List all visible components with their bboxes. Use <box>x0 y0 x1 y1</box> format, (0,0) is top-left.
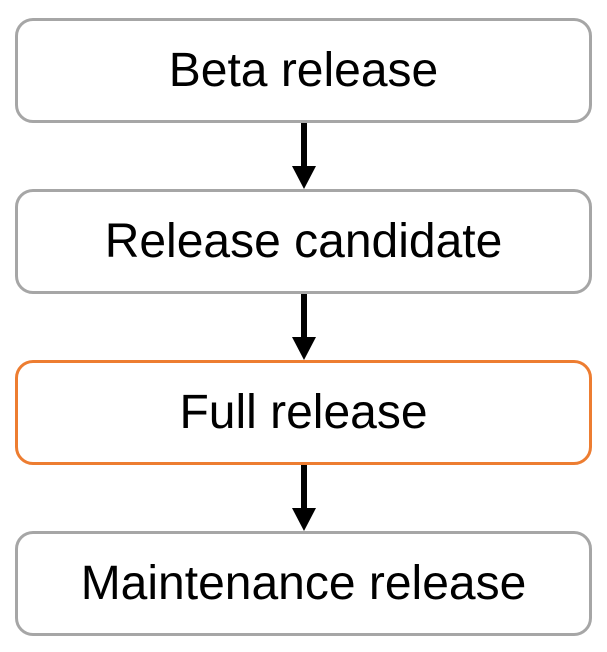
arrow-stem <box>300 465 307 508</box>
flow-node-release-candidate: Release candidate <box>15 189 592 294</box>
arrow-head <box>291 508 316 531</box>
flow-node-beta-release: Beta release <box>15 18 592 123</box>
node-label-release-candidate: Release candidate <box>104 214 503 268</box>
arrow-down-icon <box>15 294 592 360</box>
node-label-full-release: Full release <box>179 385 428 439</box>
flow-node-maintenance-release: Maintenance release <box>15 531 592 636</box>
flow-node-full-release: Full release <box>15 360 592 465</box>
arrow-stem <box>300 294 307 337</box>
arrow-stem <box>300 123 307 166</box>
node-label-maintenance-release: Maintenance release <box>80 556 527 610</box>
arrow-head <box>291 166 316 189</box>
arrow-down-icon <box>15 123 592 189</box>
node-label-beta-release: Beta release <box>168 43 439 97</box>
arrow-down-icon <box>15 465 592 531</box>
arrow-head <box>291 337 316 360</box>
